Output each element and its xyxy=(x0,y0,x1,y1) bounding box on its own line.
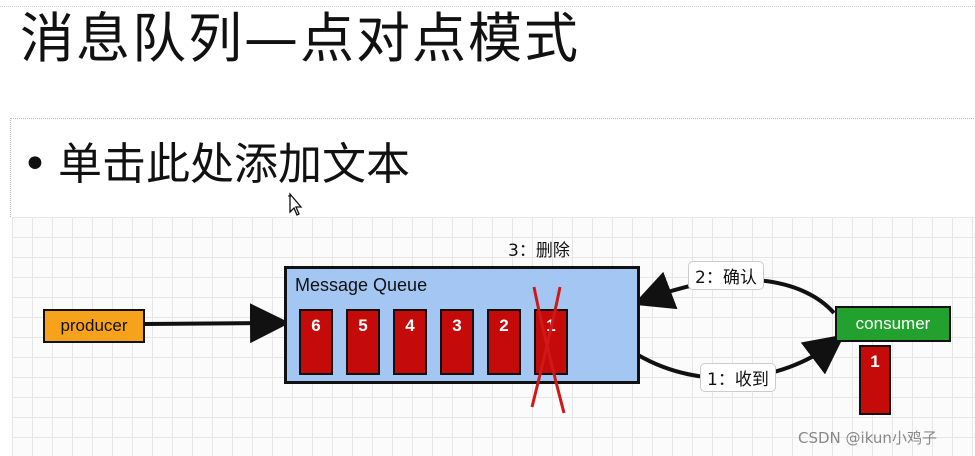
slide-title[interactable]: 消息队列—点对点模式 xyxy=(20,7,580,70)
producer-box: producer xyxy=(43,309,145,343)
point-to-point-diagram: producer Message Queue 6 5 4 3 2 1 3：删除 … xyxy=(12,217,975,456)
step-ack-label: 2：确认 xyxy=(688,261,764,290)
delete-cross-icon xyxy=(530,286,566,414)
bullet-dot-icon: • xyxy=(22,139,48,190)
queue-message: 2 xyxy=(487,309,521,375)
step-delete-label: 3：删除 xyxy=(508,241,570,261)
queue-message: 5 xyxy=(346,309,380,375)
watermark: CSDN @ikun小鸡子 xyxy=(798,429,937,447)
content-placeholder[interactable] xyxy=(10,118,975,217)
queue-message: 6 xyxy=(299,309,333,375)
step-receive-label: 1：收到 xyxy=(700,363,776,392)
queue-message: 4 xyxy=(393,309,427,375)
top-divider xyxy=(0,0,975,7)
message-queue-box: Message Queue 6 5 4 3 2 1 xyxy=(284,266,640,384)
bullet-text[interactable]: 单击此处添加文本 xyxy=(58,139,410,190)
queue-message: 3 xyxy=(440,309,474,375)
consumer-message: 1 xyxy=(859,345,891,415)
producer-to-queue-arrow xyxy=(143,303,290,344)
bullet-item[interactable]: •单击此处添加文本 xyxy=(22,128,410,192)
consumer-box: consumer xyxy=(835,306,951,342)
move-cursor-icon xyxy=(288,192,303,216)
queue-title: Message Queue xyxy=(295,275,428,295)
